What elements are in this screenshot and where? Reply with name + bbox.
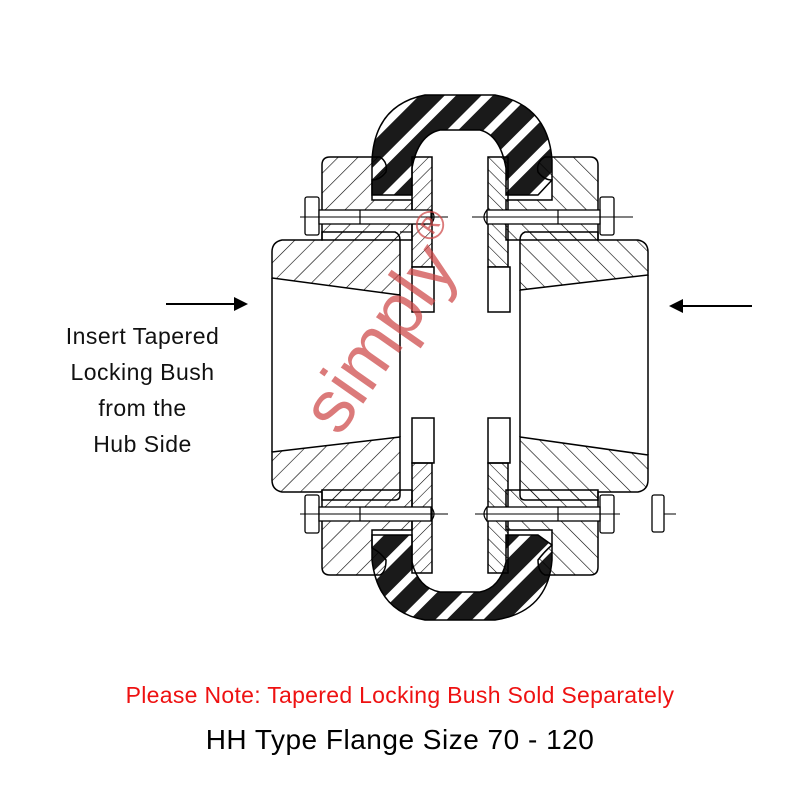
- left-hub: [271, 231, 412, 501]
- sold-separately-note: Please Note: Tapered Locking Bush Sold S…: [125, 682, 675, 708]
- product-title: HH Type Flange Size 70 - 120: [205, 724, 595, 755]
- instruction-line-4: Hub Side: [93, 431, 192, 457]
- instruction-line-3: from the: [98, 395, 187, 421]
- instruction-line-1: Insert Tapered: [65, 323, 220, 349]
- right-insert-arrow: [669, 299, 752, 313]
- instruction-line-2: Locking Bush: [70, 359, 215, 385]
- bolts: [300, 196, 676, 534]
- insert-instruction-label: Insert Tapered Locking Bush from the Hub…: [40, 318, 245, 462]
- rubber-element-top: [371, 94, 553, 196]
- rubber-element-bottom: [371, 534, 553, 621]
- right-hub: [519, 231, 649, 501]
- left-insert-arrow: [166, 297, 248, 311]
